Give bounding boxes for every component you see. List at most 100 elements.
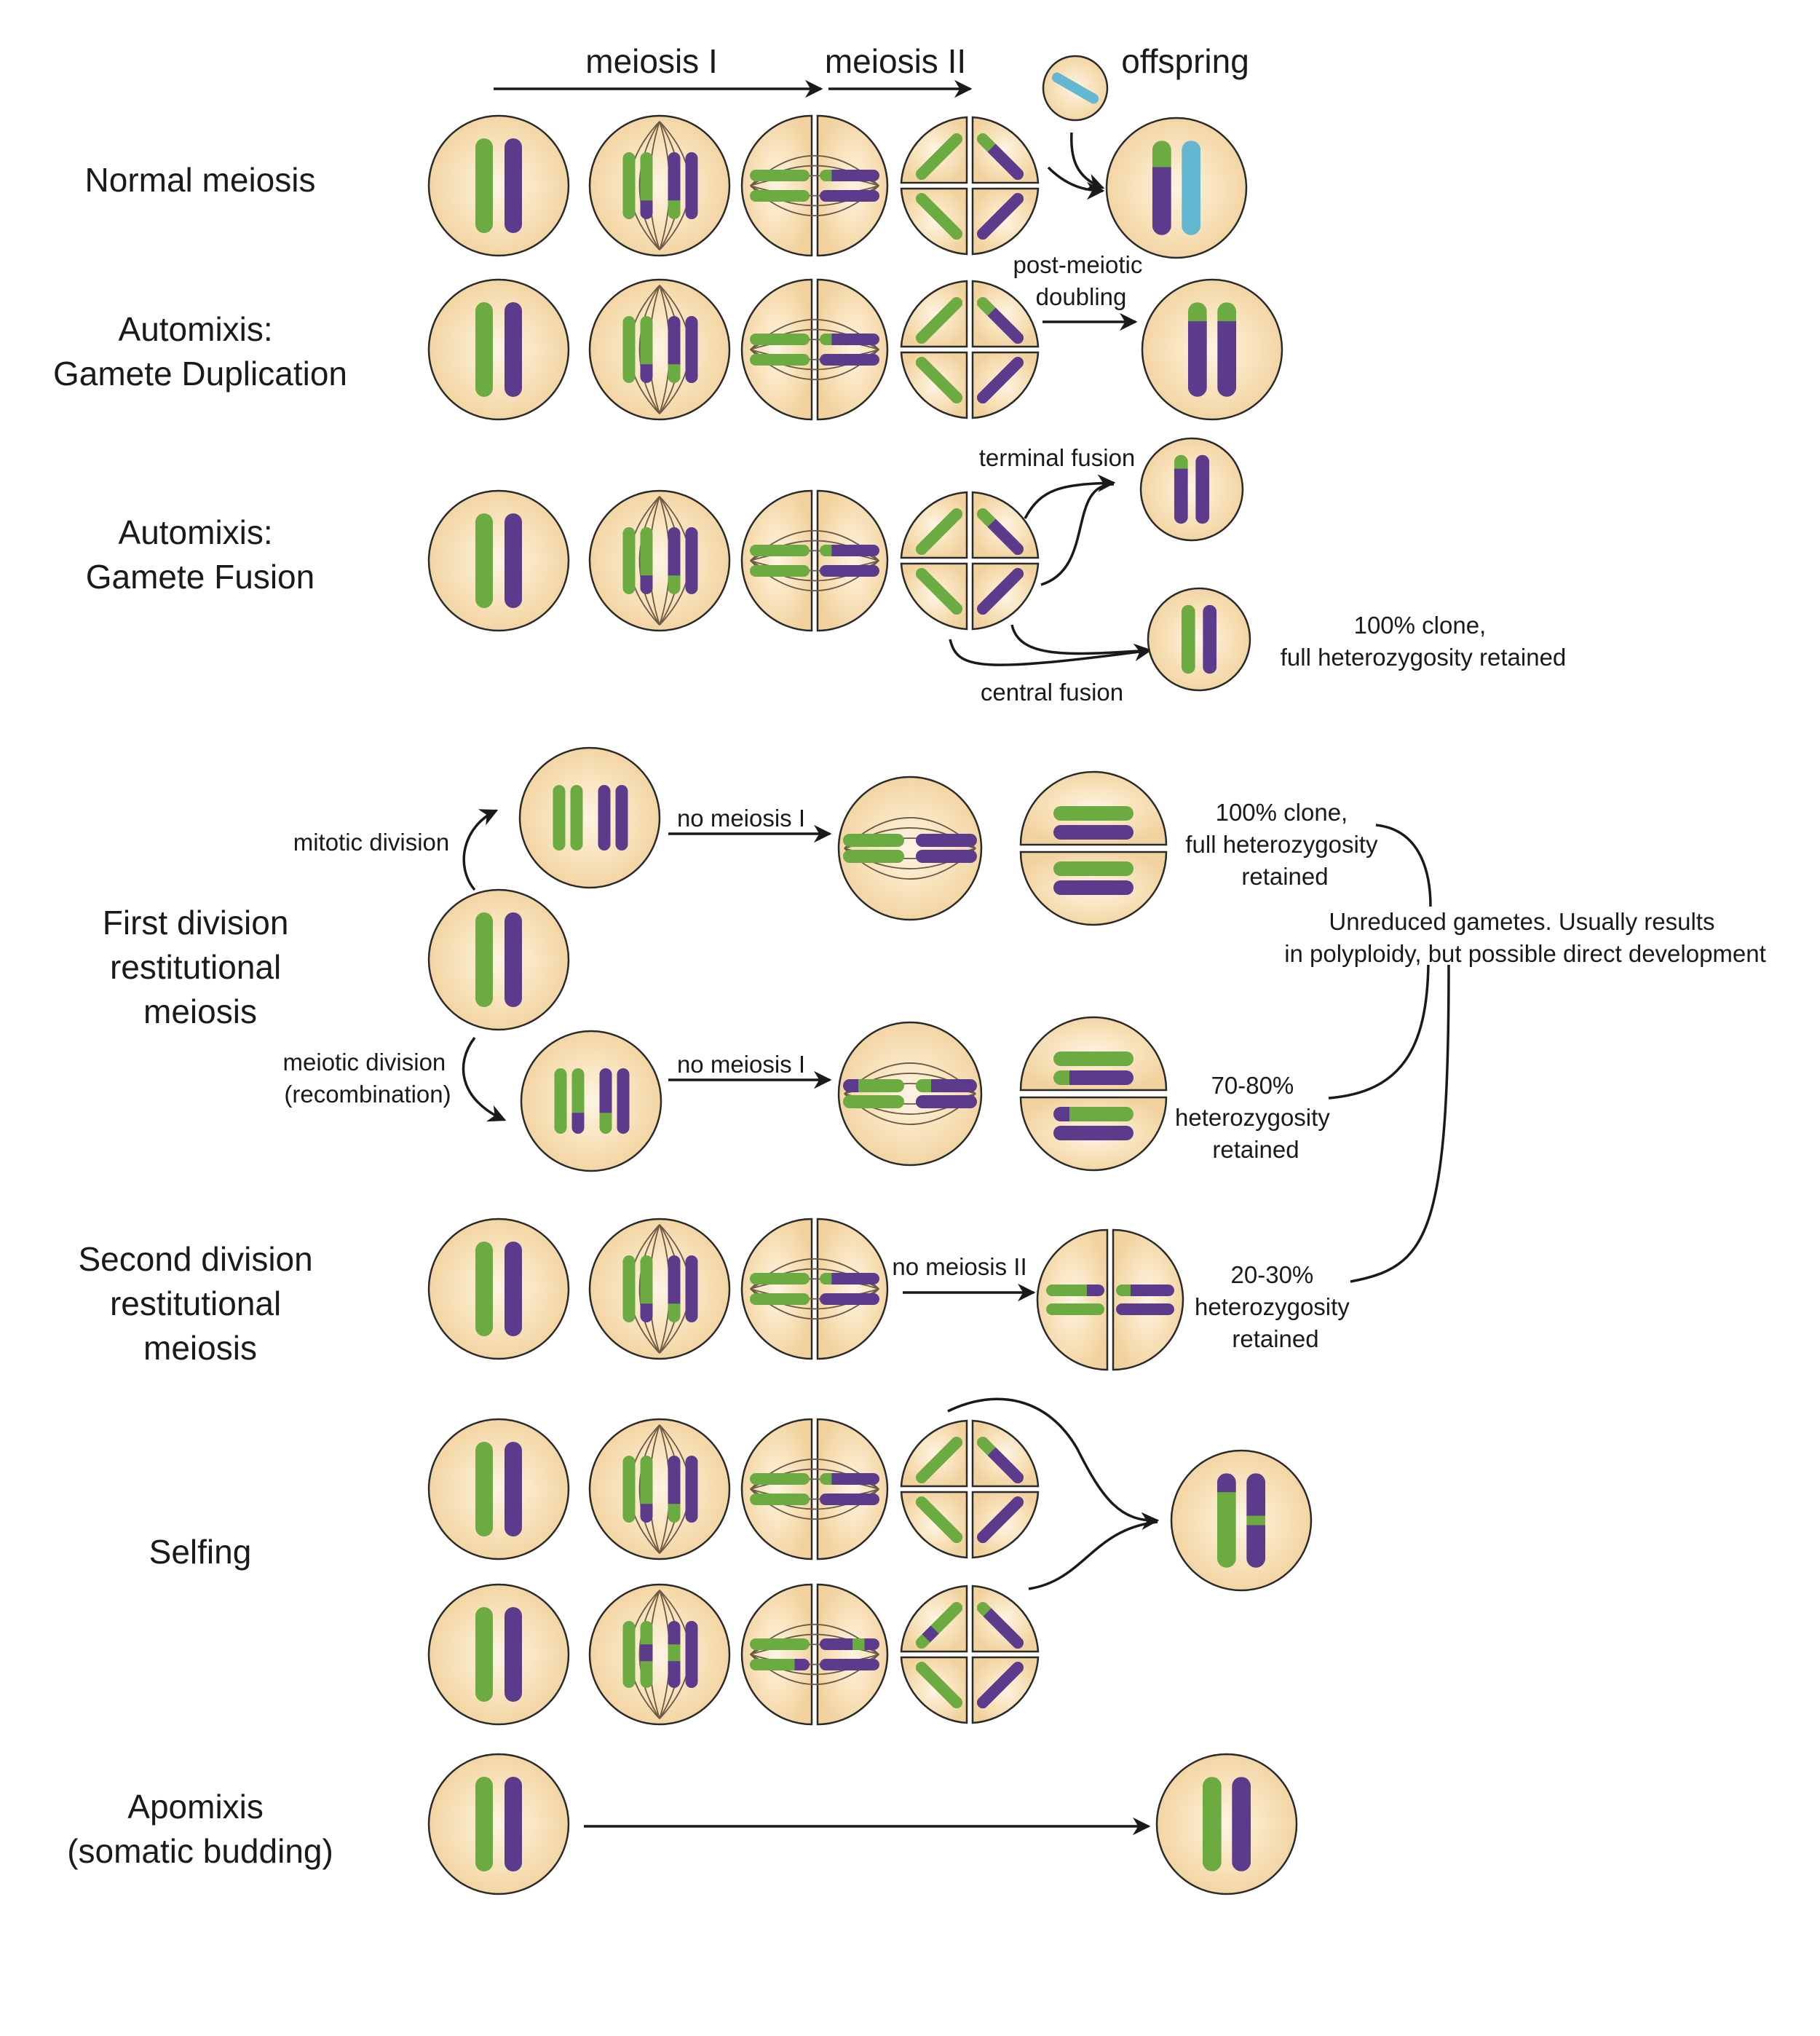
quarter-cell	[971, 562, 1040, 631]
chromosome	[1202, 1777, 1222, 1871]
chromosome	[974, 1434, 1026, 1486]
central-fusion-arrow	[949, 639, 1152, 666]
bracket-bottom	[1350, 964, 1450, 1283]
cell-metaphase-unreduced	[837, 776, 983, 921]
cell-prophase	[588, 489, 731, 632]
spindle-fiber	[750, 1644, 879, 1655]
chromosome	[640, 152, 653, 219]
cell-offspring	[1170, 1449, 1313, 1592]
quarter-cell	[900, 116, 968, 184]
cell-prophase	[588, 1583, 731, 1726]
chromosome	[974, 1494, 1026, 1546]
first-division-note-bottom: 70-80% heterozygosity retained	[1175, 1072, 1337, 1163]
chromosome	[843, 834, 904, 847]
chromosome	[974, 505, 1026, 558]
cell-initial	[427, 1583, 570, 1726]
chromosome	[913, 565, 965, 617]
quarter-cell	[900, 562, 968, 631]
chromosome	[1246, 1473, 1266, 1568]
quarter-cell	[971, 491, 1040, 559]
chromosome	[913, 1659, 965, 1711]
connectors	[462, 132, 1450, 1836]
label-normal-meiosis: Normal meiosis	[85, 161, 316, 199]
cell-metaphase-unreduced	[837, 1021, 983, 1167]
cell-meiotic	[520, 1030, 662, 1172]
quarter-cell	[971, 1419, 1040, 1488]
chromosome	[1217, 302, 1237, 397]
chromosome	[1174, 454, 1188, 524]
cell-membrane	[427, 1583, 570, 1726]
cell-offspring	[1105, 117, 1248, 259]
cell-membrane	[837, 1021, 983, 1167]
half-cell	[1112, 1228, 1184, 1371]
cell-membrane	[427, 1753, 570, 1895]
spindle-fiber	[750, 175, 879, 186]
spindle-fiber	[750, 1278, 879, 1290]
quarter-cell	[971, 116, 1040, 184]
chromosome	[570, 785, 583, 851]
chromosome	[820, 1638, 879, 1650]
spindle-fiber	[750, 560, 879, 572]
cell-membrane	[837, 776, 983, 921]
cell-offspring	[1141, 278, 1283, 421]
no-meiosis-2-label: no meiosis II	[892, 1253, 1026, 1280]
chromosome	[750, 1659, 810, 1670]
chromosome	[1053, 1070, 1133, 1085]
cell-dyad-vertical	[1036, 1228, 1184, 1371]
cell-membrane	[427, 888, 570, 1031]
cell-tetrad	[900, 116, 1040, 256]
cell-membrane	[1105, 117, 1248, 259]
cell-membrane	[427, 278, 570, 421]
chromosome	[1152, 141, 1171, 235]
quarter-cell	[971, 1585, 1040, 1653]
cell-membrane	[588, 114, 731, 257]
quarter-cell	[971, 280, 1040, 348]
chromosome	[685, 1255, 698, 1322]
chromosome	[1203, 604, 1217, 674]
header: meiosis I meiosis II offspring	[494, 42, 1249, 98]
terminal-fusion-arrow-bottom	[1040, 483, 1115, 586]
chromosome	[843, 1095, 904, 1108]
chromosome	[475, 513, 493, 608]
chromosome	[974, 130, 1026, 183]
half-cell	[740, 1218, 813, 1360]
chromosome	[640, 1255, 653, 1322]
spindle-fiber	[750, 185, 879, 197]
cell-initial	[427, 1753, 570, 1895]
cell-initial	[427, 888, 570, 1031]
chromosome	[553, 785, 566, 851]
cell-tetrad	[900, 1585, 1040, 1724]
half-cell	[816, 114, 889, 257]
post-meiotic-doubling-label: post-meiotic doubling	[1013, 251, 1149, 310]
chromosome	[475, 912, 493, 1007]
chromosome	[505, 1777, 522, 1871]
half-cell	[816, 1218, 889, 1360]
chromosome	[668, 527, 681, 594]
chromosome	[622, 1621, 636, 1688]
label-second-division: Second division restitutional meiosis	[79, 1240, 323, 1367]
half-cell	[816, 1418, 889, 1560]
chromosome	[1232, 1777, 1251, 1871]
selfing-arrow-bottom	[1028, 1520, 1158, 1590]
chromosome	[750, 334, 810, 345]
chromosome	[916, 1095, 977, 1108]
chromosome	[820, 334, 879, 345]
mitotic-division-label: mitotic division	[293, 829, 450, 856]
spindle-fiber	[750, 339, 879, 350]
quarter-cell	[971, 187, 1040, 256]
cell-membrane	[588, 489, 731, 632]
half-cell	[816, 489, 889, 632]
cell-membrane	[588, 1583, 731, 1726]
quarter-cell	[900, 1491, 968, 1559]
chromosome	[974, 190, 1026, 242]
chromosome	[820, 190, 879, 202]
chromosome	[1050, 70, 1101, 106]
half-cell	[816, 1583, 889, 1726]
chromosome	[820, 354, 879, 366]
cell-metaphase	[740, 1218, 889, 1360]
chromosome	[1053, 806, 1133, 821]
chromosome	[1053, 825, 1133, 840]
chromosome	[505, 1242, 522, 1336]
chromosome	[599, 1068, 612, 1134]
